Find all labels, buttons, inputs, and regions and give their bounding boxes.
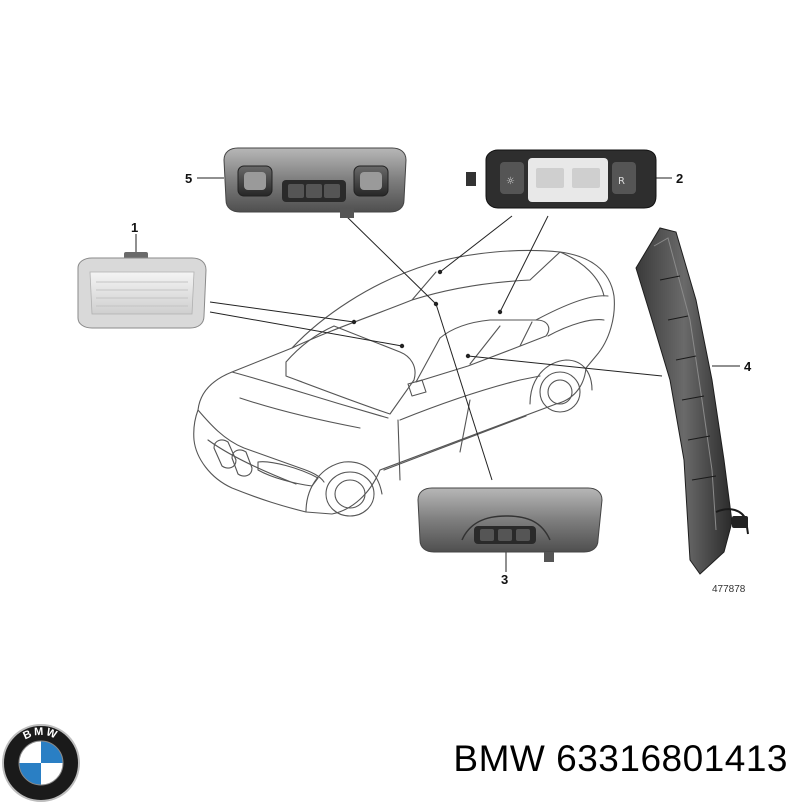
diagram-reference-number: 477878 [712,584,746,595]
part-4-ambient-light-strip [635,227,749,575]
svg-text:R: R [618,176,625,187]
svg-text:BMW: BMW [21,726,60,742]
part-3-roof-console [417,487,603,562]
svg-text:☼: ☼ [506,176,515,187]
leader-lines [135,177,740,572]
callout-3: 3 [501,572,508,587]
callout-4: 4 [744,359,752,374]
part-2-rear-reading-lamp: ☼ R [466,149,657,209]
callout-2: 2 [676,171,683,186]
brand-name: BMW [453,738,546,779]
bmw-roundel-icon: BMW [2,724,80,802]
part-label: BMW 63316801413 [453,738,788,780]
leader-dots [351,269,503,359]
part-1-interior-lamp [77,252,207,329]
callout-5: 5 [185,171,192,186]
part-number: 63316801413 [556,738,788,779]
callout-1: 1 [131,220,138,235]
car-outline [193,249,615,517]
part-5-front-roof-console [223,147,407,218]
